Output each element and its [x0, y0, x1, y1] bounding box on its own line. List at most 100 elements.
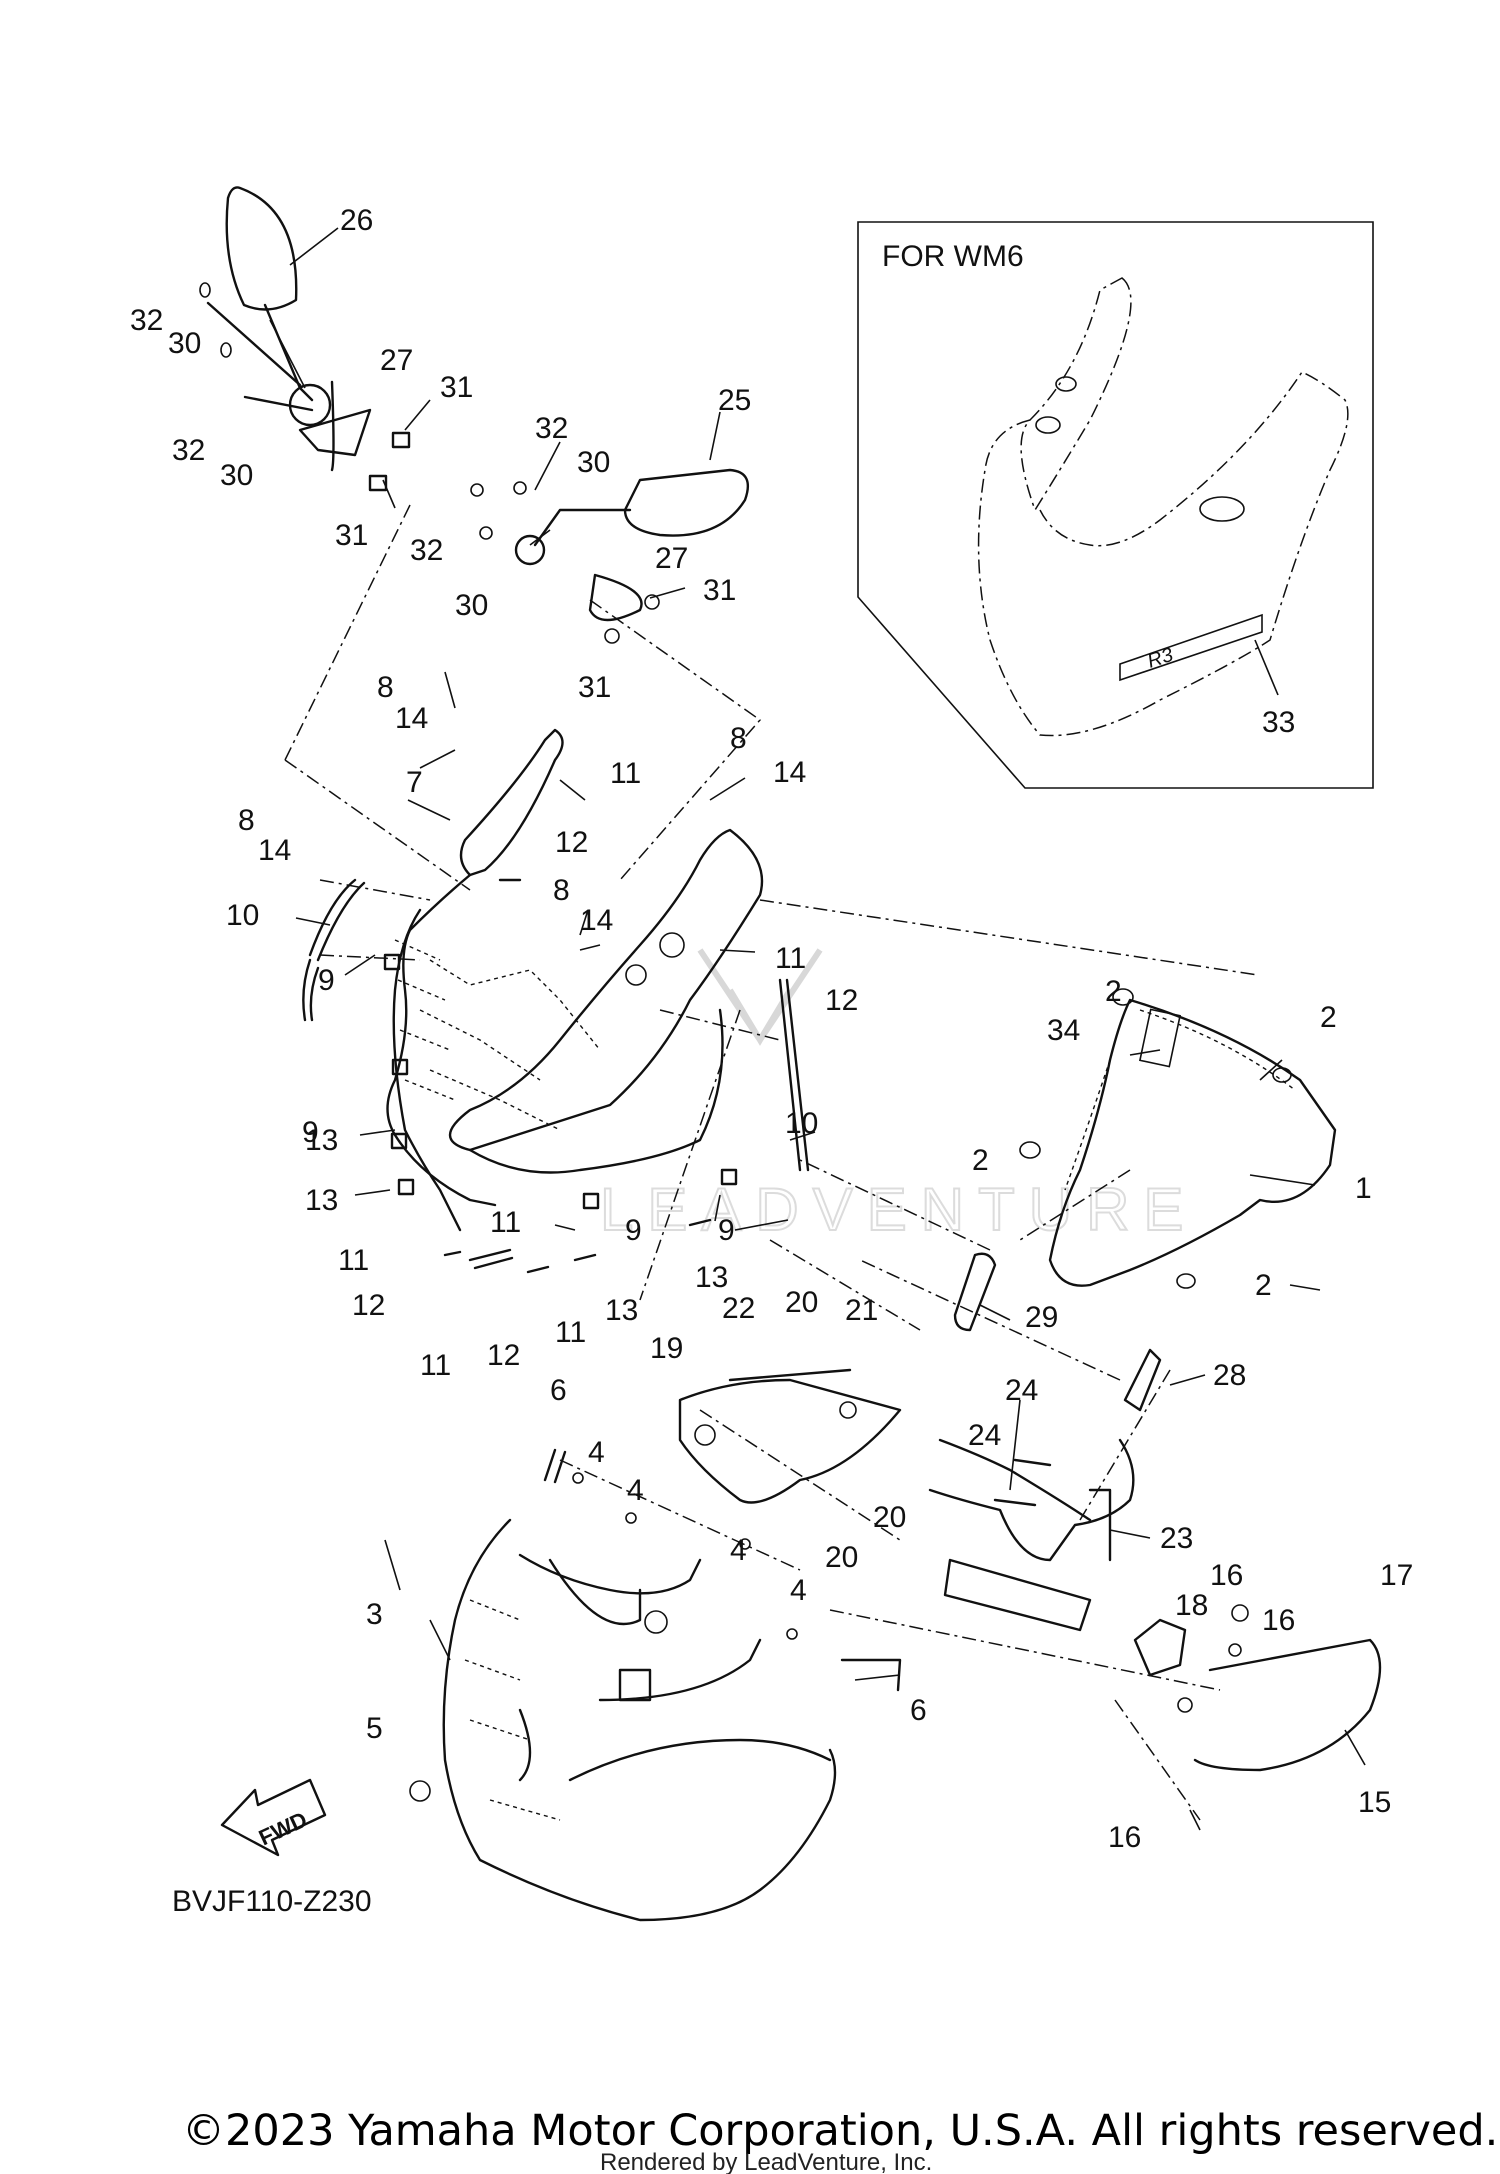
under-cowl [1133, 1618, 1382, 1772]
fwd-label: FWD [255, 1807, 311, 1851]
callout-16: 16 [1108, 1821, 1141, 1854]
callout-4: 4 [588, 1436, 605, 1469]
callout-8: 8 [238, 804, 255, 837]
callout-26: 26 [340, 204, 373, 237]
callout-7: 7 [406, 766, 423, 799]
callout-27: 27 [655, 542, 688, 575]
callout-6: 6 [550, 1374, 567, 1407]
callout-13: 13 [305, 1124, 338, 1157]
watermark-logo: LEADVENTURE [599, 948, 1197, 1244]
callout-16: 16 [1210, 1559, 1243, 1592]
callout-10: 10 [226, 899, 259, 932]
callout-31: 31 [703, 574, 736, 607]
callout-2: 2 [1255, 1269, 1272, 1302]
callout-15: 15 [1358, 1786, 1391, 1819]
inset-wm6: FOR WM6 R3 [857, 221, 1374, 789]
side-cowling-left [302, 908, 462, 1232]
rendered-by-notice: Rendered by LeadVenture, Inc. [600, 2149, 932, 2174]
callout-13: 13 [305, 1184, 338, 1217]
callout-12: 12 [555, 826, 588, 859]
callout-12: 12 [487, 1339, 520, 1372]
callout-21: 21 [845, 1294, 878, 1327]
callout-8: 8 [730, 722, 747, 755]
callout-32: 32 [535, 412, 568, 445]
callout-14: 14 [258, 834, 291, 867]
callout-10: 10 [785, 1107, 818, 1140]
callout-9: 9 [318, 964, 335, 997]
callout-30: 30 [220, 459, 253, 492]
inset-title: FOR WM6 [882, 240, 1024, 273]
callout-29: 29 [1025, 1301, 1058, 1334]
callout-labels: 26 27 31 32 30 32 30 31 25 32 30 32 30 2… [130, 204, 1413, 1854]
callout-8: 8 [377, 671, 394, 704]
callout-11: 11 [775, 942, 806, 975]
brackets [928, 1252, 1162, 1632]
callout-12: 12 [352, 1289, 385, 1322]
leader-lines [269, 227, 1366, 1831]
callout-14: 14 [773, 756, 806, 789]
callout-31: 31 [335, 519, 368, 552]
callout-16: 16 [1262, 1604, 1295, 1637]
inset-logo-mark: R3 [1145, 644, 1176, 673]
upper-cowling [386, 728, 764, 1207]
callout-2: 2 [1320, 1001, 1337, 1034]
callout-14: 14 [580, 904, 613, 937]
callout-30: 30 [455, 589, 488, 622]
callout-24: 24 [968, 1419, 1001, 1452]
callout-31: 31 [440, 371, 473, 404]
windscreen [1019, 988, 1337, 1289]
callout-11: 11 [420, 1349, 451, 1382]
callout-13: 13 [695, 1261, 728, 1294]
callout-5: 5 [366, 1712, 383, 1745]
callout-11: 11 [338, 1244, 369, 1277]
callout-18: 18 [1175, 1589, 1208, 1622]
callout-12: 12 [825, 984, 858, 1017]
callout-6: 6 [910, 1694, 927, 1727]
callout-13: 13 [605, 1294, 638, 1327]
callout-3: 3 [366, 1598, 383, 1631]
callout-32: 32 [130, 304, 163, 337]
callout-9: 9 [302, 1116, 319, 1149]
callout-19: 19 [650, 1332, 683, 1365]
callout-9: 9 [625, 1214, 642, 1247]
copyright-notice: ©2023 Yamaha Motor Corporation, U.S.A. A… [182, 2106, 1498, 2156]
callout-11: 11 [555, 1316, 586, 1349]
callout-20: 20 [825, 1541, 858, 1574]
callout-30: 30 [168, 327, 201, 360]
callout-14: 14 [395, 702, 428, 735]
callout-34: 34 [1047, 1014, 1080, 1047]
callout-4: 4 [790, 1574, 807, 1607]
callout-28: 28 [1213, 1359, 1246, 1392]
callout-2: 2 [1105, 975, 1122, 1008]
callout-31: 31 [578, 671, 611, 704]
callout-1: 1 [1355, 1172, 1372, 1205]
mirror-right [470, 468, 750, 644]
callout-11: 11 [610, 757, 641, 790]
watermark-text: LEADVENTURE [600, 1176, 1197, 1243]
mirror-left [199, 186, 411, 492]
callout-4: 4 [627, 1474, 644, 1507]
callout-30: 30 [577, 446, 610, 479]
diagram-code: BVJF110-Z230 [172, 1885, 372, 1918]
callout-2: 2 [972, 1144, 989, 1177]
inner-panel [678, 1368, 902, 1504]
callout-17: 17 [1380, 1559, 1413, 1592]
callout-33: 33 [1262, 706, 1295, 739]
callout-4: 4 [730, 1534, 747, 1567]
fwd-arrow-icon: FWD [220, 1778, 327, 1857]
callout-11: 11 [490, 1206, 521, 1239]
callout-22: 22 [722, 1292, 755, 1325]
callout-27: 27 [380, 344, 413, 377]
callout-23: 23 [1160, 1522, 1193, 1555]
lower-cowling [442, 1518, 837, 1922]
callout-20: 20 [873, 1501, 906, 1534]
callout-32: 32 [172, 434, 205, 467]
callout-24: 24 [1005, 1374, 1038, 1407]
callout-9: 9 [718, 1214, 735, 1247]
assembly-lines [284, 504, 1259, 1821]
callout-8: 8 [553, 874, 570, 907]
callout-25: 25 [718, 384, 751, 417]
callout-20: 20 [785, 1286, 818, 1319]
small-parts [308, 878, 1249, 1802]
